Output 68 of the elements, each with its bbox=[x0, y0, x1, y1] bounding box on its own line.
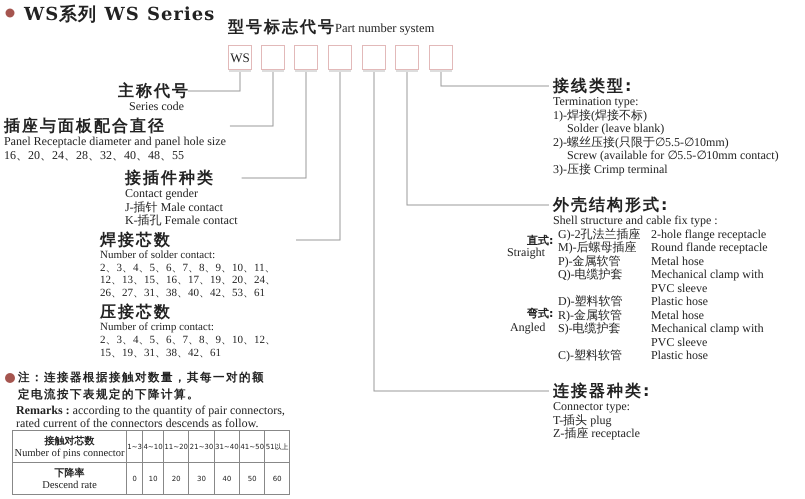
heading: 插座与面板配合直径 bbox=[4, 117, 167, 135]
code-text: S)-电缆护套 bbox=[558, 322, 622, 337]
code-text: R)-金属软管 bbox=[558, 308, 623, 322]
description-text: J-插针 Male contact bbox=[125, 200, 224, 214]
leader-line bbox=[374, 70, 550, 392]
description-text: Shell structure and cable fix type : bbox=[553, 214, 719, 228]
group-label: Straight bbox=[507, 246, 545, 260]
note-text: Remarks : according to the quantity of pair connectors, rated current of the connectors descends as follow. bbox=[16, 404, 286, 430]
table-cell: 下降率 Descend rate bbox=[12, 462, 126, 494]
empty-code-box bbox=[395, 45, 419, 70]
description-text: 16、20、24、28、32、40、48、55 bbox=[4, 148, 185, 162]
leader-line bbox=[296, 70, 340, 240]
description-text: 3)-压接 Crimp terminal bbox=[553, 162, 669, 176]
code-text: P)-金属软管 bbox=[558, 254, 622, 268]
heading: 型号标志代号 bbox=[228, 18, 336, 36]
description-text: Plastic hose bbox=[651, 295, 709, 308]
group-label: Angled bbox=[510, 321, 546, 334]
group-label: 直式: bbox=[527, 234, 554, 248]
description-text: K-插孔 Female contact bbox=[125, 214, 238, 228]
leader-line bbox=[406, 70, 550, 206]
title: WS系列 WS Series bbox=[24, 3, 216, 26]
description-text: 1)-焊接(焊接不标) bbox=[553, 108, 648, 122]
description-text: Panel Receptacle diameter and panel hole size bbox=[4, 135, 226, 148]
empty-code-box bbox=[328, 45, 352, 70]
description-text: Metal hose bbox=[651, 308, 705, 322]
group-label: 弯式: bbox=[527, 307, 554, 320]
description-text: Round flande receptacle bbox=[651, 241, 769, 254]
heading: 连接器种类: bbox=[553, 382, 652, 400]
description-text: Number of crimp contact: bbox=[100, 321, 215, 334]
description-text: Solder (leave blank) bbox=[567, 122, 666, 136]
table-cell: 接触对芯数 Number of pins connector bbox=[12, 430, 126, 462]
description-text: Termination type: bbox=[553, 95, 640, 108]
description-text: Screw (available for ∅5.5-∅10mm contact) bbox=[567, 149, 779, 162]
leader-line bbox=[229, 70, 274, 126]
empty-code-box bbox=[429, 45, 453, 70]
description-text: Number of solder contact: bbox=[100, 249, 216, 262]
description-text: Mechanical clamp with PVC sleeve bbox=[651, 268, 765, 295]
leader-line bbox=[188, 70, 240, 92]
empty-code-box bbox=[261, 45, 285, 70]
description-text: Plastic hose bbox=[651, 349, 709, 362]
description-text: Contact gender bbox=[125, 187, 199, 200]
code-text: D)-塑料软管 bbox=[558, 295, 624, 308]
heading: 压接芯数 bbox=[100, 303, 173, 322]
heading: 接线类型: bbox=[553, 77, 634, 95]
leader-line bbox=[241, 70, 306, 178]
description-text: Mechanical clamp with PVC sleeve bbox=[651, 322, 765, 349]
heading: 焊接芯数 bbox=[100, 231, 173, 249]
heading: 外壳结构形式: bbox=[553, 196, 670, 214]
empty-code-box bbox=[362, 45, 386, 70]
description-text: Connector type: bbox=[553, 400, 631, 414]
description-text: Z-插座 receptacle bbox=[553, 427, 641, 440]
leader-line bbox=[440, 70, 550, 86]
description-text: Metal hose bbox=[651, 254, 705, 268]
description-text: T-插头 plug bbox=[553, 414, 612, 427]
code-box: WS bbox=[228, 45, 252, 70]
heading: 接插件种类 bbox=[125, 169, 216, 187]
description-text: 2)-螺丝压接(只限于∅5.5-∅10mm) bbox=[553, 136, 730, 149]
description-text: 2、3、4、5、6、7、8、9、10、12、15、19、31、38、42、61 bbox=[100, 334, 277, 360]
code-text: M)-后螺母插座 bbox=[558, 241, 638, 254]
code-text: Q)-电缆护套 bbox=[558, 268, 624, 283]
code-text: C)-塑料软管 bbox=[558, 349, 623, 362]
description-text: 2、3、4、5、6、7、8、9、10、11、12、13、15、16、17、19、20、24、26、27、31、38、40、42、53、61 bbox=[100, 262, 277, 300]
heading-text: Part number system bbox=[335, 22, 434, 36]
code-text: G)-2孔法兰插座 bbox=[558, 228, 642, 241]
empty-code-box bbox=[294, 45, 318, 70]
description-text: 2-hole flange receptacle bbox=[651, 228, 768, 241]
description-text: Series code bbox=[128, 100, 184, 114]
note-text: 注：连接器根据接触对数量，其每一对的额定电流按下表规定的下降计算。 bbox=[18, 369, 266, 403]
